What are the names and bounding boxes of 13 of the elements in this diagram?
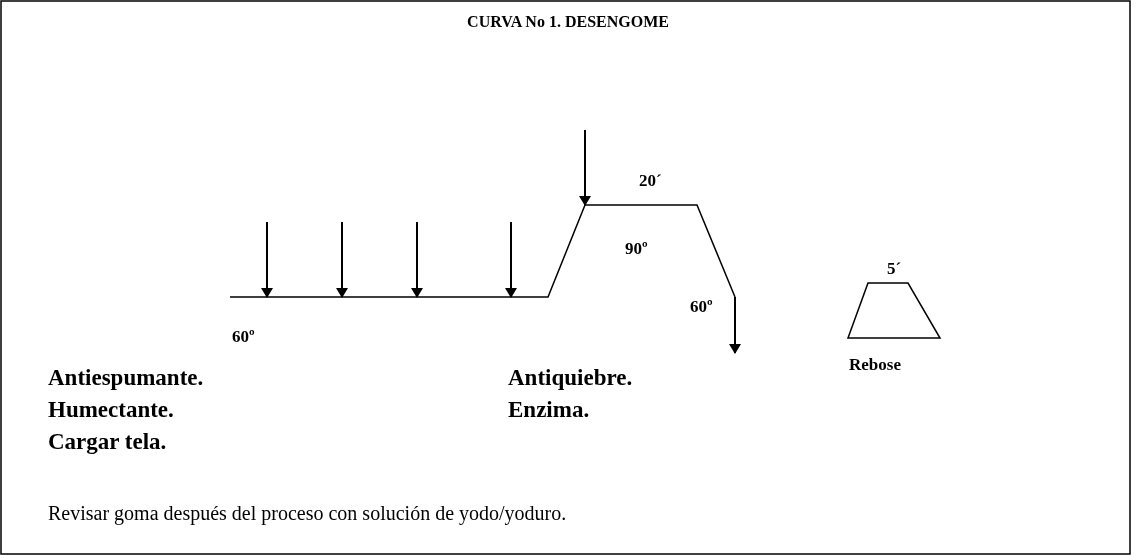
step-text: Humectante. bbox=[48, 397, 174, 423]
note-text: Revisar goma después del proceso con solución de yodo/yoduro. bbox=[48, 502, 567, 524]
temperature-label: 60º bbox=[690, 298, 713, 317]
stage-label: Rebose bbox=[849, 356, 901, 375]
temperature-label: 90º bbox=[625, 240, 648, 259]
title: CURVA No 1. DESENGOME bbox=[467, 13, 669, 31]
temperature-label: 60º bbox=[232, 328, 255, 347]
step-text: Antiquiebre. bbox=[508, 365, 633, 391]
time-label: 20´ bbox=[639, 172, 662, 191]
step-text: Antiespumante. bbox=[48, 365, 204, 391]
time-label: 5´ bbox=[887, 260, 902, 279]
step-text: Enzima. bbox=[508, 397, 590, 423]
step-text: Cargar tela. bbox=[48, 429, 167, 455]
